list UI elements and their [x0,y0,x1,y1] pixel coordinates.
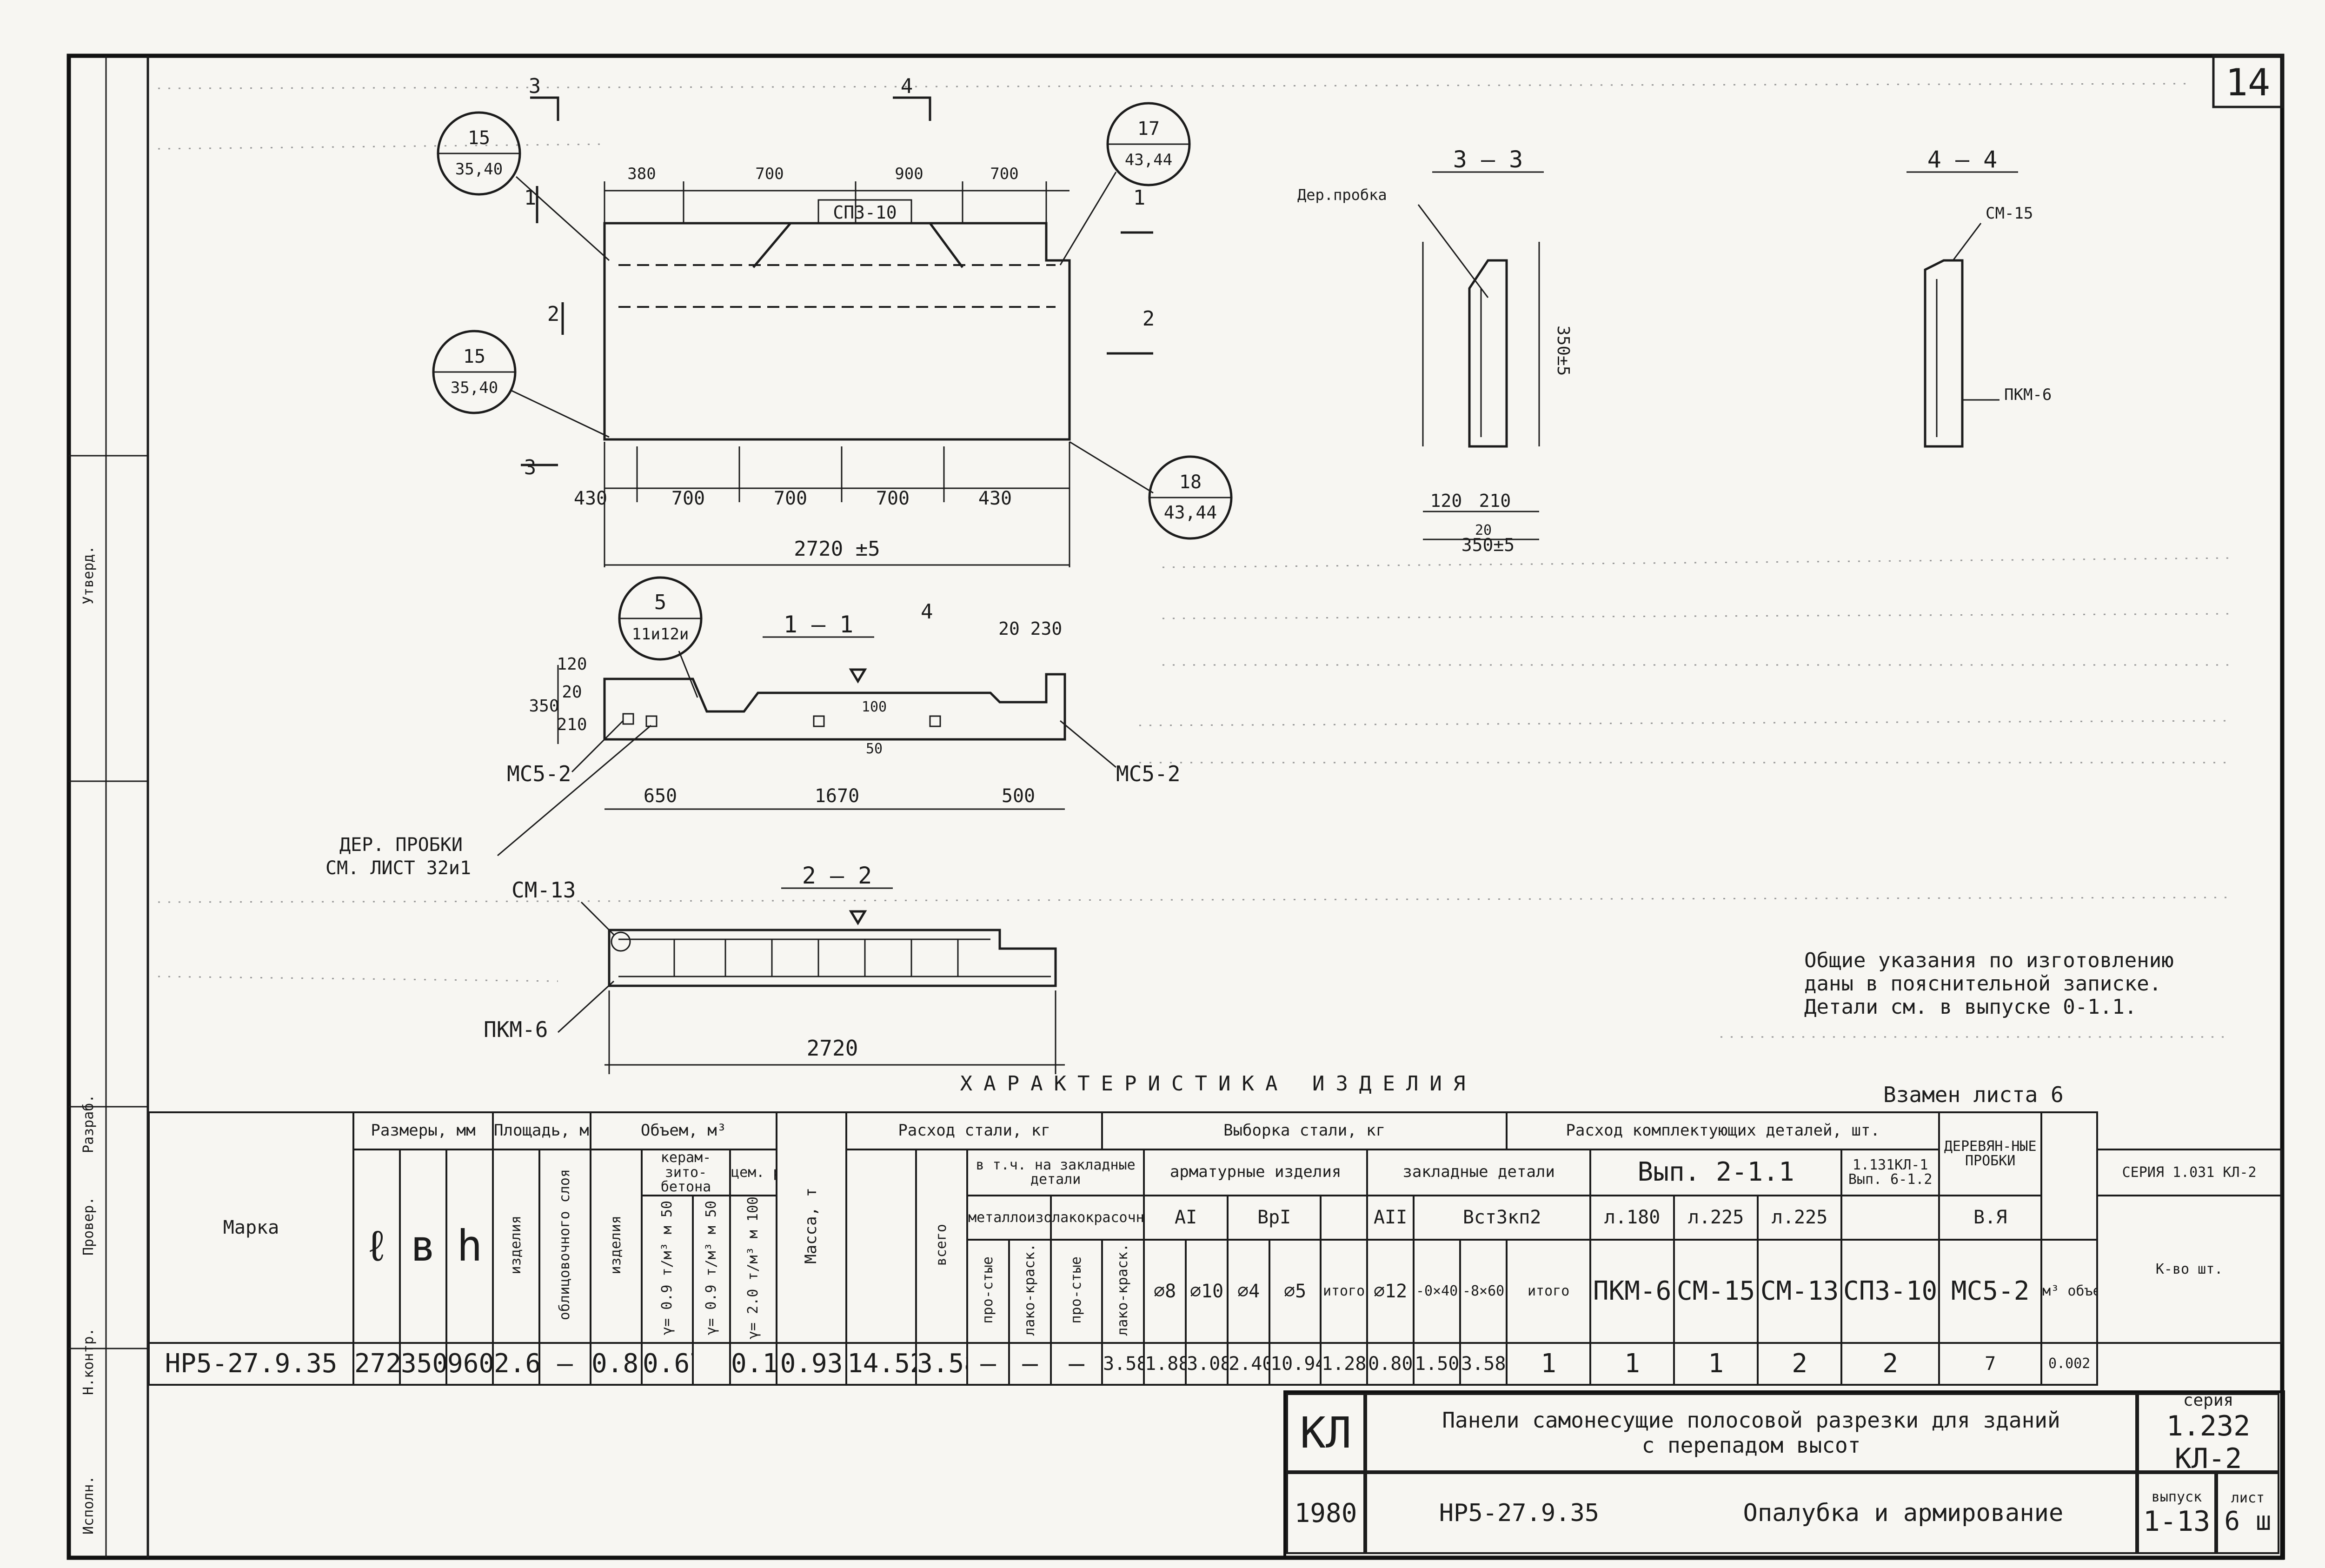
svg-text:120: 120 [1430,491,1462,511]
mc-right-label: МС5-2 [1116,761,1180,786]
svg-text:20: 20 [998,618,1020,639]
svg-text:4: 4 [921,600,933,624]
pkm6-label: ПКМ-6 [484,1017,548,1042]
section-3-title: 3 — 3 [1453,146,1523,173]
plug-label: Дер.пробка [1297,186,1387,204]
cm13-label: СМ-13 [512,877,576,903]
section-2-2: 2 — 2 2720 СМ-13 ПКМ-6 [484,862,1065,1074]
sheet-number: 14 [2225,61,2270,104]
title-series: серия 1.232 КЛ-2 [2137,1391,2279,1475]
svg-text:700: 700 [876,488,910,509]
plug-note-2: СМ. ЛИСТ 32и1 [326,857,471,879]
svg-text:Н.контр.: Н.контр. [80,1328,97,1395]
svg-text:500: 500 [1002,785,1035,807]
svg-text:50: 50 [866,741,883,757]
svg-text:350±5: 350±5 [1461,535,1515,555]
svg-text:43,44: 43,44 [1125,151,1172,169]
svg-text:230: 230 [1030,618,1063,639]
svg-text:2720: 2720 [807,1036,858,1061]
svg-text:900: 900 [895,165,923,183]
svg-text:1670: 1670 [815,785,859,807]
svg-text:650: 650 [644,785,677,807]
svg-text:2: 2 [1143,307,1155,331]
replace-note: Взамен листа 6 [1883,1082,2064,1107]
pkm6-label-4: ПКМ-6 [2004,385,2052,404]
section-3-3: 3 — 3 Дер.пробка 120 210 20 350±5 350±5 [1297,146,1573,555]
mc-left-label: МС5-2 [507,761,571,786]
svg-text:Общие указания по изготовлению: Общие указания по изготовлению [1804,949,2174,972]
svg-text:Исполн.: Исполн. [80,1476,97,1535]
svg-text:17: 17 [1137,118,1160,140]
plug-note-1: ДЕР. ПРОБКИ [339,834,463,856]
title-block: КЛ 1980 Панели самонесущие полосовой раз… [1283,1390,2285,1560]
section-1-1: 1 — 1 120 20 350 210 650 1670 500 20 230… [326,576,1180,879]
svg-text:350: 350 [529,697,559,716]
svg-text:43,44: 43,44 [1164,502,1217,523]
general-notes: Общие указания по изготовлению даны в по… [1804,949,2174,1019]
svg-text:700: 700 [990,165,1018,183]
svg-text:700: 700 [671,488,705,509]
svg-text:430: 430 [978,488,1012,509]
svg-text:35,40: 35,40 [451,379,498,397]
title-year: 1980 [1286,1472,1365,1554]
elevation-view: 380 700 900 700 СП3-10 430 700 700 700 4… [432,74,1233,567]
col-mark: Марка [148,1111,354,1344]
section-4-title: 4 — 4 [1927,146,1998,173]
table-row: НР5-27.9.35 2720 350 960 2.61 – 0.81 0.6… [148,1342,2281,1386]
svg-text:350±5: 350±5 [1554,326,1573,376]
svg-text:Разраб.: Разраб. [80,1095,97,1153]
svg-text:15: 15 [468,127,490,149]
svg-text:даны в пояснительной записке.: даны в пояснительной записке. [1804,972,2161,996]
sheet-number-box [2212,54,2284,108]
title-code: КЛ [1286,1393,1365,1472]
svg-text:18: 18 [1179,472,1202,493]
section-2-title: 2 — 2 [802,862,872,889]
scan-noise [158,83,2232,1038]
svg-text:3: 3 [524,456,537,479]
svg-text:Детали см. в выпуске 0-1.1.: Детали см. в выпуске 0-1.1. [1804,995,2137,1019]
svg-text:Утверд.: Утверд. [80,546,97,605]
svg-text:Провер.: Провер. [80,1197,97,1256]
title-sheet: лист 6 ш [2216,1472,2279,1554]
section-4-4: 4 — 4 СМ-15 ПКМ-6 [1906,146,2052,448]
svg-text:100: 100 [862,699,887,715]
title-name: Панели самонесущие полосовой разрезки дл… [1365,1393,2137,1472]
svg-text:1: 1 [524,186,537,210]
elevation-overall-dim: 2720 ±5 [794,537,880,561]
svg-text:5: 5 [654,591,667,614]
title-issue: выпуск 1-13 [2137,1472,2216,1554]
svg-text:1: 1 [1133,186,1146,210]
margin-labels: Разраб. Провер. Н.контр. Исполн. Утверд. [80,546,97,1535]
svg-text:35,40: 35,40 [455,160,503,179]
svg-text:3: 3 [529,74,541,98]
title-subject: НР5-27.9.35 Опалубка и армирование [1365,1472,2137,1554]
sp-label: СП3-10 [833,202,897,223]
svg-text:700: 700 [755,165,784,183]
svg-text:20: 20 [562,683,582,702]
svg-text:15: 15 [463,346,485,367]
svg-text:210: 210 [1479,491,1511,511]
svg-text:380: 380 [627,165,656,183]
svg-text:2: 2 [547,302,560,326]
svg-text:210: 210 [557,715,587,734]
svg-text:700: 700 [774,488,807,509]
cm15-label: СМ-15 [1986,204,2033,223]
svg-text:120: 120 [557,655,587,674]
characteristic-title: ХАРАКТЕРИСТИКА ИЗДЕЛИЯ [960,1072,1477,1096]
sheet-frame [66,53,2285,1560]
svg-text:430: 430 [574,488,607,509]
section-1-title: 1 — 1 [784,611,854,638]
svg-text:4: 4 [901,74,913,98]
characteristic-table: Марка Размеры, мм Площадь, м² Объем, м³ … [148,1111,2282,1386]
svg-text:11и12и: 11и12и [632,625,689,644]
svg-text:20: 20 [1475,522,1492,538]
